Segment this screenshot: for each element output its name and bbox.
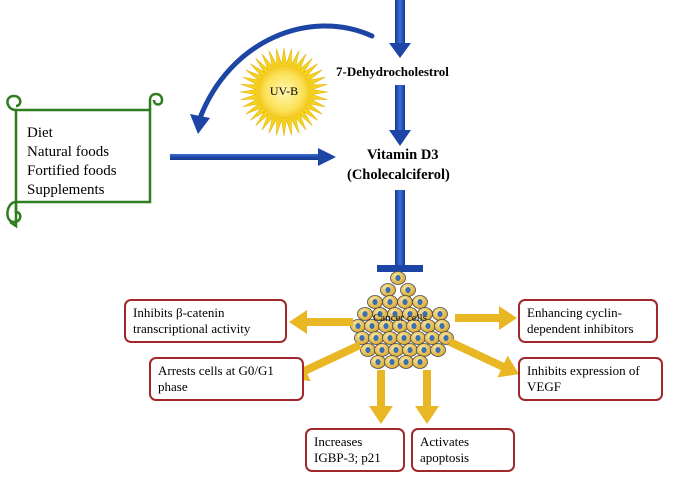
sun-icon: [239, 47, 329, 137]
igbp-line2: IGBP-3; p21: [314, 450, 381, 465]
cell-nucleus: [377, 311, 383, 317]
arrow-top-in: [389, 0, 411, 58]
arrow-to-apoptosis: [415, 370, 439, 424]
cell-nucleus: [417, 299, 423, 305]
arrest-box: Arrests cells at G0/G1 phase: [149, 357, 304, 401]
cancer-cells-label: Cancer cells: [372, 312, 428, 324]
vitamin-d3-label: Vitamin D3: [367, 147, 439, 163]
arrow-diet-to-vitamin: [170, 148, 336, 166]
cell-nucleus: [429, 335, 435, 341]
arrest-line1: Arrests cells at G0/G1: [158, 363, 274, 378]
beta-catenin-line1: Inhibits β-catenin: [133, 305, 225, 320]
cell-nucleus: [443, 335, 449, 341]
cell-nucleus: [379, 347, 385, 353]
scroll-icon: [6, 92, 164, 229]
cell-nucleus: [383, 323, 389, 329]
apoptosis-line2: apoptosis: [420, 450, 470, 465]
cyclin-line2: dependent inhibitors: [527, 321, 634, 336]
cell-nucleus: [407, 347, 413, 353]
vegf-line1: Inhibits expression of: [527, 363, 640, 378]
igbp-line1: Increases: [314, 434, 363, 449]
cell-nucleus: [401, 335, 407, 341]
cell-nucleus: [387, 299, 393, 305]
cell-nucleus: [392, 311, 398, 317]
cell-nucleus: [369, 323, 375, 329]
cell-nucleus: [407, 311, 413, 317]
beta-catenin-line2: transcriptional activity: [133, 321, 251, 336]
arrow-to-igbp: [369, 370, 393, 424]
sun-core: [257, 65, 311, 119]
diet-item: Supplements: [27, 182, 105, 198]
cell-nucleus: [372, 299, 378, 305]
beta-catenin-box: Inhibits β-catenin transcriptional activ…: [124, 299, 287, 343]
cyclin-line1: Enhancing cyclin-: [527, 305, 622, 320]
cell-nucleus: [422, 311, 428, 317]
diet-list: Diet Natural foods Fortified foods Suppl…: [27, 124, 117, 200]
cell-nucleus: [355, 323, 361, 329]
vegf-line2: VEGF: [527, 379, 561, 394]
cell-nucleus: [375, 359, 381, 365]
cell-nucleus: [403, 359, 409, 365]
diet-item: Fortified foods: [27, 163, 117, 179]
gold-arrows: [289, 306, 519, 424]
cholecalciferol-label: (Cholecalciferol): [347, 167, 450, 183]
dehydrocholesterol-label: 7-Dehydrocholestrol: [336, 64, 449, 79]
cell-cluster-icon: [350, 271, 454, 369]
cell-nucleus: [417, 359, 423, 365]
cell-nucleus: [397, 323, 403, 329]
cell-nucleus: [362, 311, 368, 317]
arrest-line2: phase: [158, 379, 188, 394]
arrow-to-vegf: [448, 338, 519, 378]
apoptosis-line1: Activates: [420, 434, 470, 449]
arrow-vitamin-inhibit-cells: [377, 190, 423, 272]
arrow-to-beta-catenin: [289, 310, 353, 334]
cell-nucleus: [415, 335, 421, 341]
arrow-to-cyclin: [455, 306, 517, 330]
vegf-box: Inhibits expression of VEGF: [518, 357, 663, 401]
cell-nucleus: [425, 323, 431, 329]
uvb-label: UV-B: [269, 84, 299, 98]
cell-nucleus: [359, 335, 365, 341]
arrow-dehydro-to-vitamin: [389, 85, 411, 146]
cell-nucleus: [435, 347, 441, 353]
cell-nucleus: [421, 347, 427, 353]
diet-item: Diet: [27, 125, 53, 141]
igbp-box: Increases IGBP-3; p21: [305, 428, 405, 472]
arrow-curved-uvb: [190, 23, 375, 134]
cell-nucleus: [395, 275, 401, 281]
cell-nucleus: [402, 299, 408, 305]
cyclin-box: Enhancing cyclin- dependent inhibitors: [518, 299, 658, 343]
cell-nucleus: [393, 347, 399, 353]
cell-nucleus: [387, 335, 393, 341]
apoptosis-box: Activates apoptosis: [411, 428, 515, 472]
cell-nucleus: [365, 347, 371, 353]
cell-nucleus: [405, 287, 411, 293]
cell-nucleus: [411, 323, 417, 329]
cell-nucleus: [437, 311, 443, 317]
cell-nucleus: [373, 335, 379, 341]
cell-nucleus: [385, 287, 391, 293]
cell-nucleus: [439, 323, 445, 329]
diet-item: Natural foods: [27, 144, 110, 160]
cell-nucleus: [389, 359, 395, 365]
